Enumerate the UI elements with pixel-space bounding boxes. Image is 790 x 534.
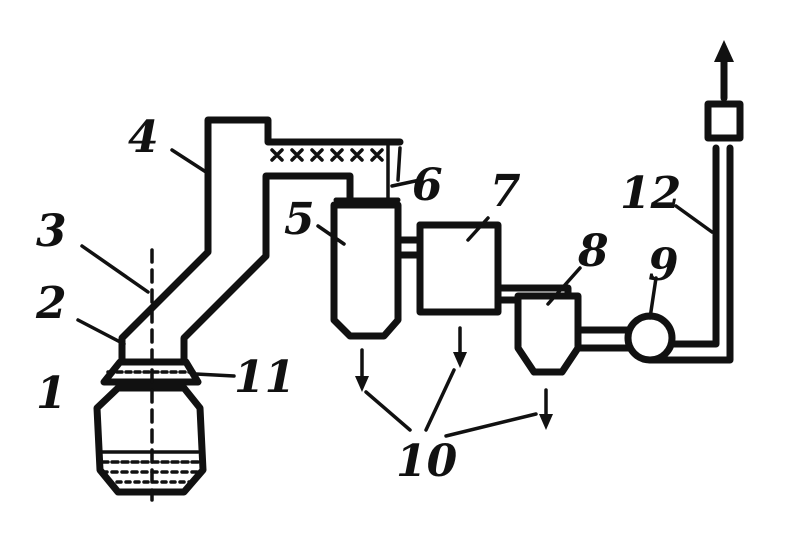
quench-tower-5 (330, 201, 402, 340)
liquid-level (100, 450, 200, 484)
stack-12 (704, 40, 744, 142)
unit-7 (416, 221, 502, 316)
label-10: 10 (396, 436, 458, 487)
leader-lines (76, 146, 714, 438)
discharge-arrows (355, 326, 553, 430)
labels: 1 2 3 4 5 6 7 8 9 10 11 12 (35, 112, 681, 487)
gas-duct (118, 116, 404, 366)
separator-8 (514, 292, 582, 376)
label-7: 7 (490, 166, 521, 217)
label-2: 2 (35, 278, 67, 329)
label-4: 4 (128, 112, 159, 163)
pipe-8-9 (574, 326, 632, 352)
label-9: 9 (648, 240, 679, 291)
label-3: 3 (36, 206, 67, 257)
label-8: 8 (577, 226, 609, 277)
hood-11 (100, 358, 202, 386)
label-6: 6 (412, 160, 443, 211)
label-11: 11 (234, 352, 295, 403)
fan-9 (624, 144, 734, 364)
label-5: 5 (284, 194, 315, 245)
label-1: 1 (36, 368, 67, 419)
label-12: 12 (620, 168, 681, 219)
vessel-1 (93, 384, 207, 496)
